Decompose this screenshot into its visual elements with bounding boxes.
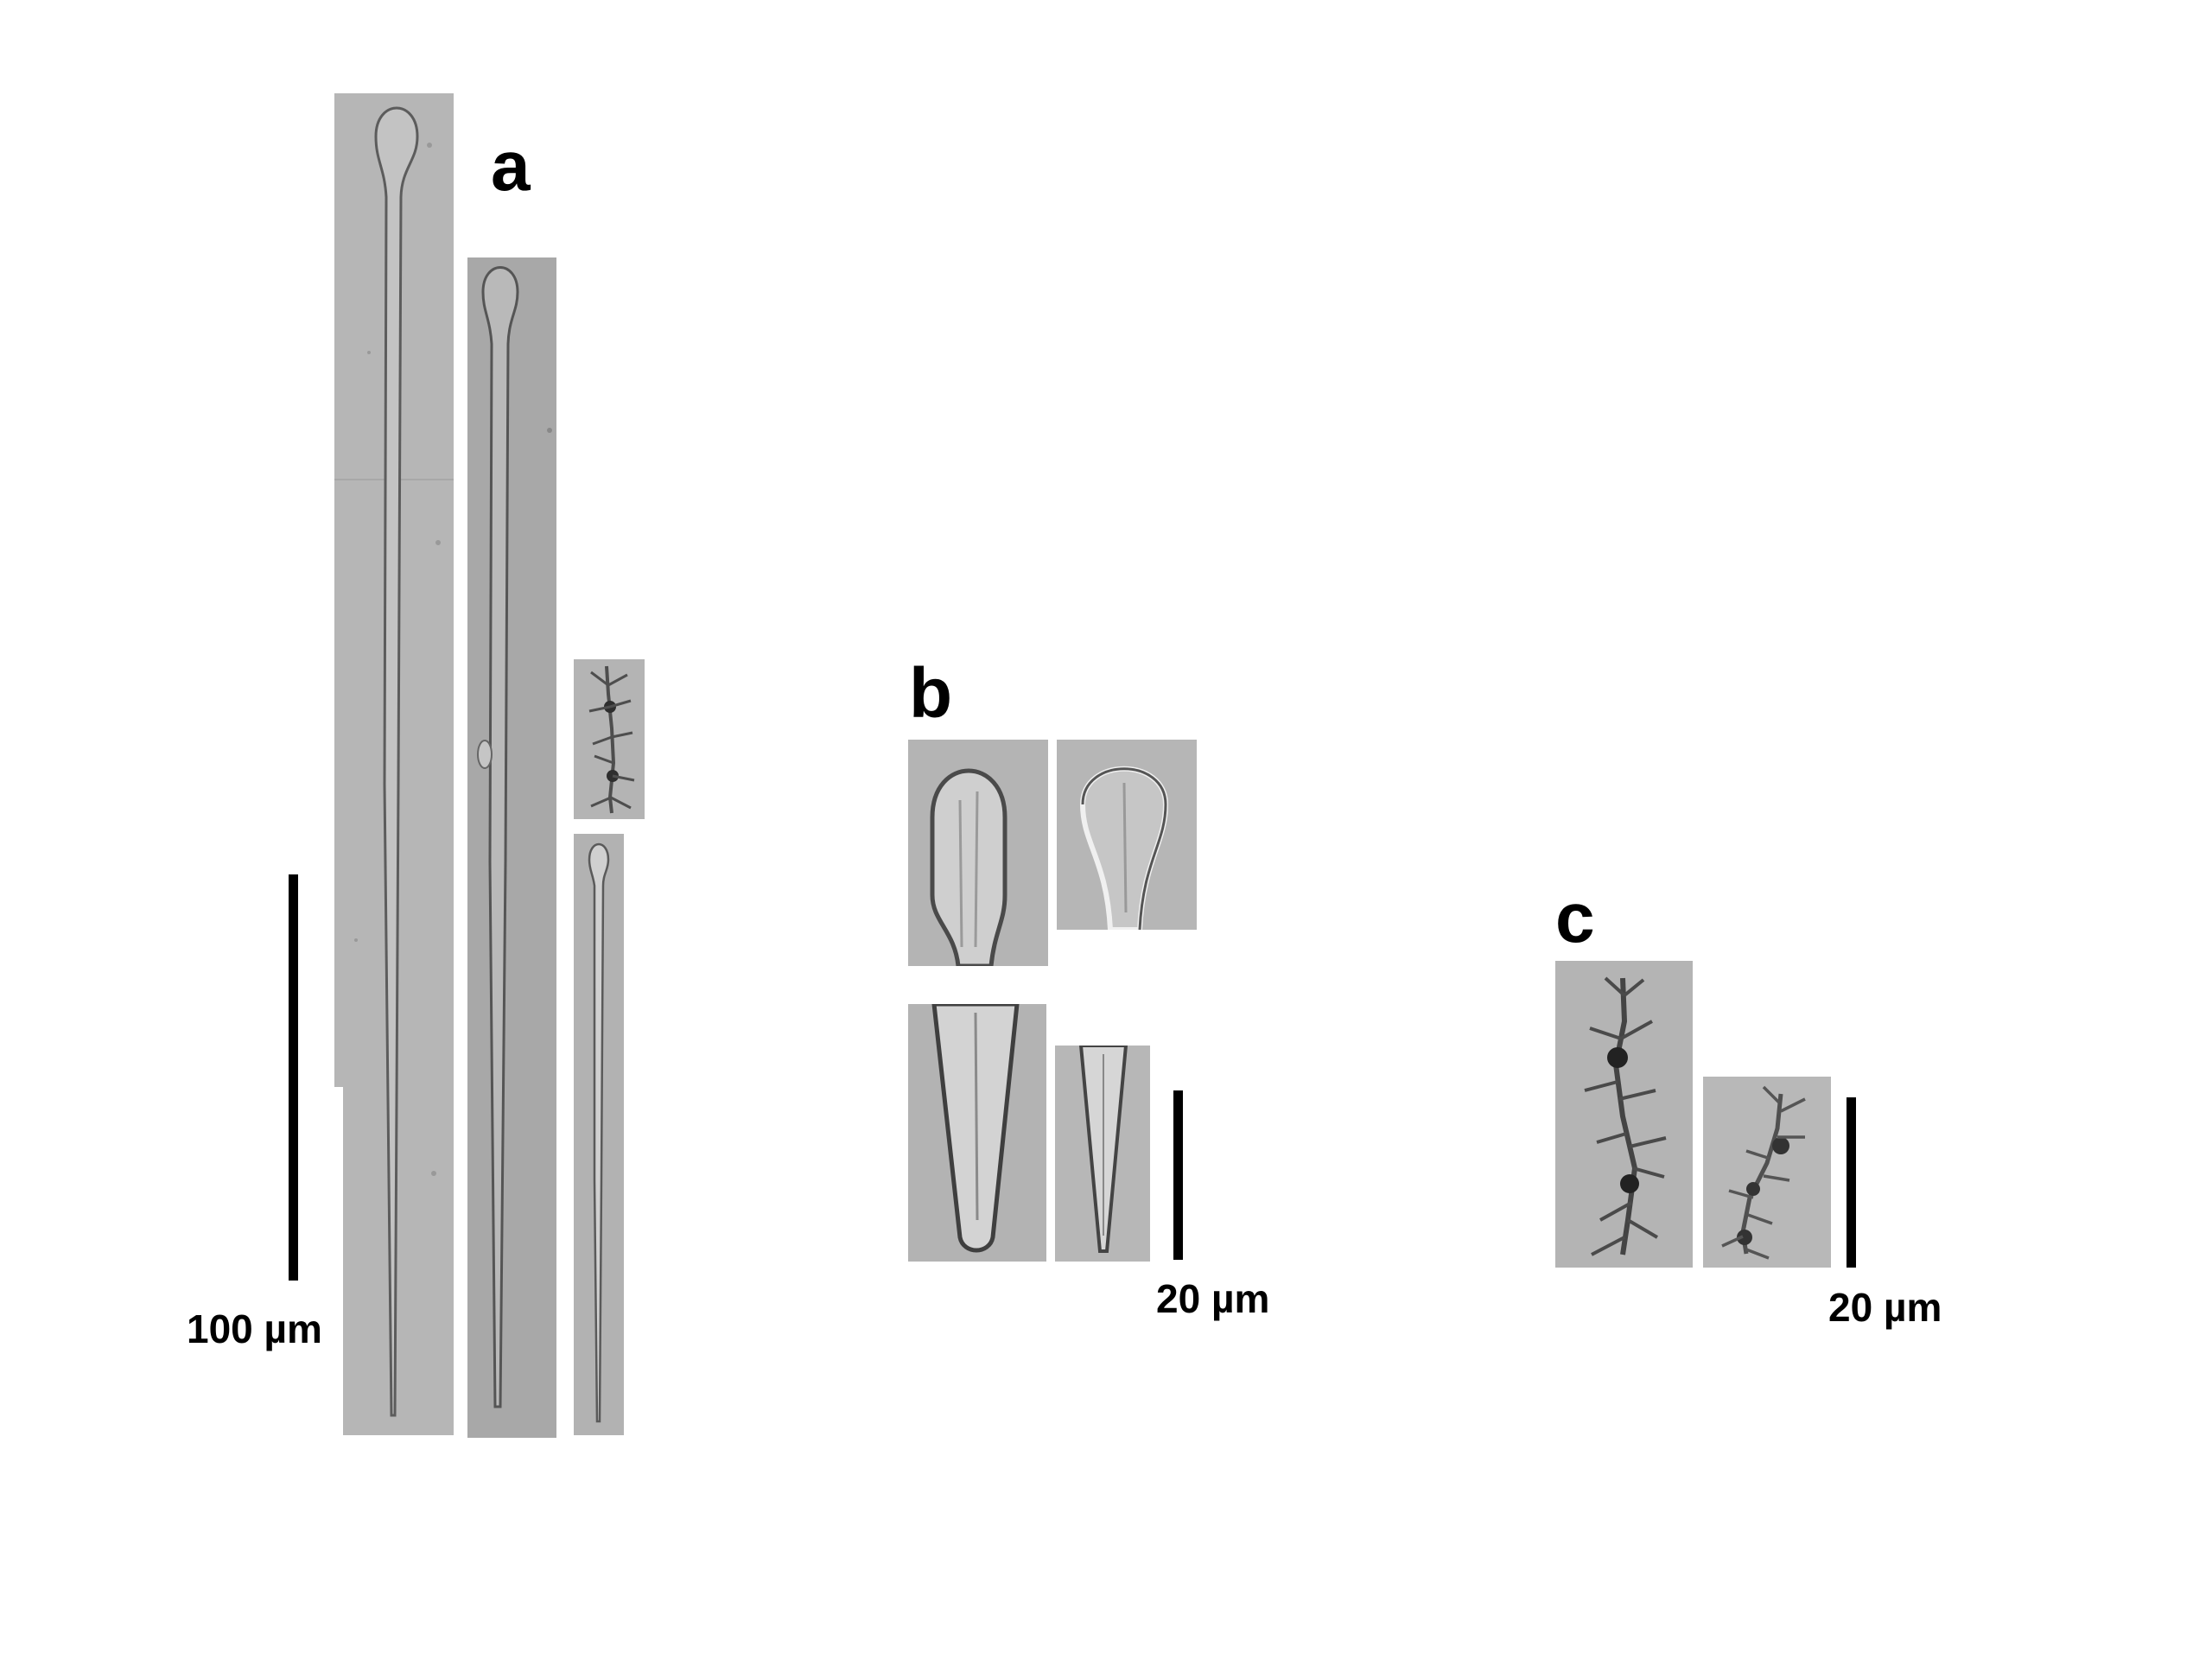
panel-label-b: b <box>909 654 953 733</box>
micrograph-a-tylostyle-1 <box>334 93 454 1435</box>
micrograph-b-head-2 <box>1057 740 1197 930</box>
scale-bar-b <box>1173 1090 1183 1260</box>
scale-label-a: 100 µm <box>187 1306 322 1351</box>
panel-label-a: a <box>491 127 531 206</box>
micrograph-c-spiny-microxea-2 <box>1703 1077 1831 1268</box>
micrograph-a-spiny-microxea <box>574 659 645 819</box>
micrograph-a-tylostyle-2 <box>467 257 556 1438</box>
micrograph-c-spiny-microxea-1 <box>1555 961 1693 1268</box>
scale-label-c: 20 µm <box>1828 1285 1942 1330</box>
micrograph-b-head-1 <box>908 740 1048 966</box>
micrograph-b-point-1 <box>908 1004 1046 1262</box>
micrograph-a-thin-style <box>574 834 624 1435</box>
scale-bar-a <box>289 874 298 1281</box>
panel-label-c: c <box>1555 879 1595 957</box>
micrograph-b-point-2 <box>1055 1046 1150 1262</box>
scale-bar-c <box>1847 1097 1856 1268</box>
scale-label-b: 20 µm <box>1156 1276 1270 1321</box>
